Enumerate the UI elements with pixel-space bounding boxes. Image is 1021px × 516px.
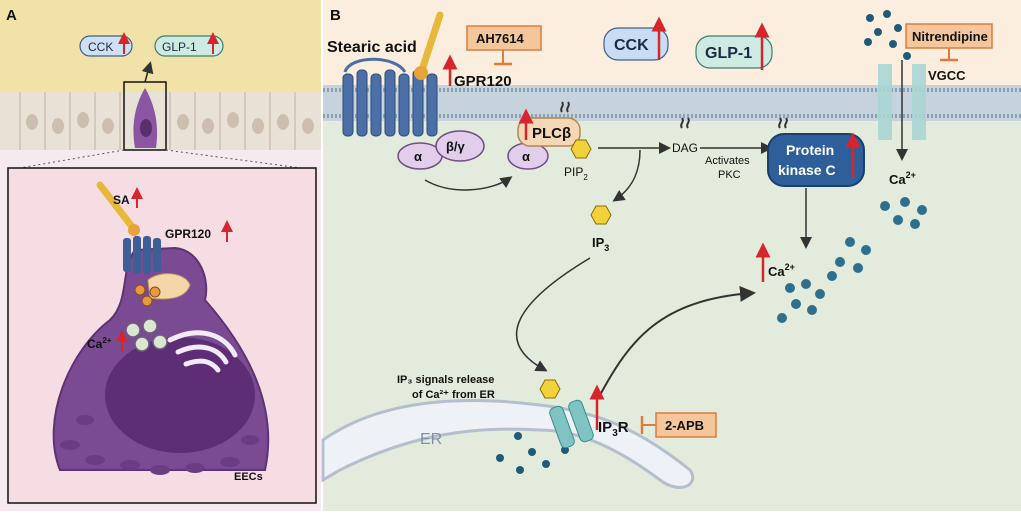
vesicles [125, 318, 168, 352]
gpr120-label-a: GPR120 [165, 227, 211, 241]
ip3r-label: IP3R [598, 419, 629, 439]
stearic-acid-ligand [418, 11, 444, 74]
cck-label: CCK [614, 37, 649, 54]
calcium-ions-entering [880, 197, 927, 229]
calcium-ext-label: Ca2+ [889, 170, 916, 187]
dag-label: DAG [672, 141, 698, 155]
pip2-hexagon [570, 139, 592, 159]
calcium-label-a: Ca2+ [87, 336, 112, 351]
sa-label: SA [113, 193, 130, 207]
plcb-enzyme [517, 117, 581, 147]
eecs-label: EECs [234, 471, 263, 483]
stearic-acid-label: Stearic acid [327, 39, 417, 56]
g-beta-gamma-label: β/γ [446, 139, 466, 154]
2apb-label: 2-APB [665, 418, 704, 433]
pkc-label-line1: Protein [786, 142, 834, 158]
plcb-label: PLCβ [532, 125, 571, 142]
g-beta-gamma-subunit [435, 130, 485, 162]
sa-ligand [96, 181, 137, 232]
nitrendipine-label: Nitrendipine [912, 29, 988, 44]
vgcc-channel [878, 64, 892, 140]
ip3-bound-hexagon [539, 379, 561, 399]
activates-label: Activates [705, 155, 750, 167]
pkc-short-label: PKC [718, 169, 741, 181]
panel-b: Stearic acid GPR120 AH7614 CCK GLP-1 Nit… [321, 0, 1021, 511]
ip3-release-label-2: of Ca²⁺ from ER [412, 389, 495, 401]
pkc-label-line2: kinase C [778, 162, 836, 178]
cck-label-a: CCK [88, 40, 113, 54]
calcium-cyto-label: Ca2+ [768, 262, 795, 279]
vgcc-label: VGCC [928, 68, 966, 83]
gpr120-receptor [342, 69, 438, 137]
gpr120-receptor-a [123, 236, 161, 274]
golgi [167, 330, 238, 373]
epithelium [0, 92, 321, 150]
ah7614-label: AH7614 [476, 31, 524, 46]
ip3-label: IP3 [592, 235, 609, 253]
cck-pill [603, 27, 669, 61]
calcium-ions-cytosol [777, 279, 825, 323]
lipid-anchor [560, 101, 570, 113]
g-alpha-label-2: α [522, 149, 530, 164]
panel-b-letter: B [330, 7, 341, 24]
glp1-pill [695, 35, 773, 69]
gpr120-label: GPR120 [454, 73, 512, 90]
pip2-label: PIP2 [564, 165, 588, 182]
panel-a-letter: A [6, 7, 17, 24]
eec-small [133, 88, 158, 148]
panel-a: CCK GLP-1 [0, 0, 321, 511]
glp1-label-a: GLP-1 [162, 40, 197, 54]
protein-kinase-c [767, 133, 865, 187]
2apb-box [655, 412, 717, 438]
ah7614-box [466, 25, 542, 51]
calcium-ions-er [496, 432, 569, 474]
er-label: ER [420, 431, 442, 448]
ip3-hexagon [590, 205, 612, 225]
calcium-ions-extracellular [864, 10, 911, 60]
endoplasmic-reticulum [321, 399, 695, 489]
glp1-pill-a [154, 35, 224, 57]
ip3r-channel [549, 399, 594, 449]
g-alpha-label: α [414, 149, 422, 164]
glp1-label: GLP-1 [705, 45, 752, 62]
ip3-release-label-1: IP₃ signals release [397, 374, 494, 386]
